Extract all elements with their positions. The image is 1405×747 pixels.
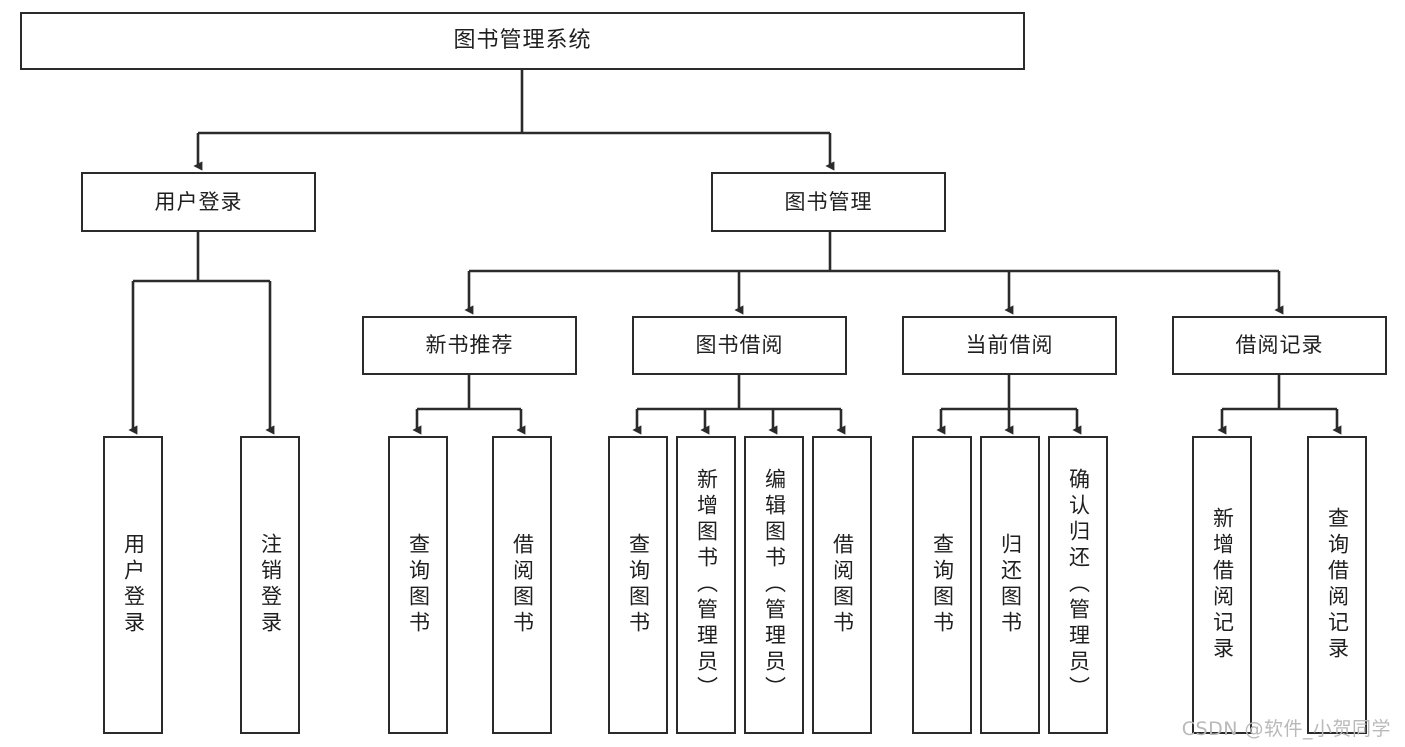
node-user-login-label: 用户登录 [154,189,243,214]
node-leaf-query-book-3-label: 查询图书 [930,533,955,637]
node-new-book-recommend-label: 新书推荐 [425,333,514,358]
node-leaf-return-book-label: 归还图书 [998,533,1023,637]
node-leaf-borrow-book-2[interactable]: 借阅图书 [812,436,872,734]
node-new-book-recommend[interactable]: 新书推荐 [362,316,577,375]
node-leaf-borrow-book-1-label: 借阅图书 [510,533,535,637]
csdn-watermark: CSDN @软件_小贺同学 [1181,718,1391,740]
node-book-manage[interactable]: 图书管理 [711,172,946,232]
node-leaf-user-login-label: 用户登录 [121,533,146,637]
node-leaf-return-book[interactable]: 归还图书 [980,436,1040,734]
node-book-borrow[interactable]: 图书借阅 [632,316,847,375]
node-borrow-record-label: 借阅记录 [1235,333,1324,358]
node-user-login[interactable]: 用户登录 [81,172,316,232]
node-leaf-confirm-return-label: 确认归还（管理员） [1066,468,1091,702]
node-leaf-edit-book-label: 编辑图书（管理员） [762,468,787,702]
node-root[interactable]: 图书管理系统 [20,12,1025,70]
node-leaf-add-record[interactable]: 新增借阅记录 [1192,436,1252,734]
node-leaf-logout-login-label: 注销登录 [258,533,283,637]
node-leaf-query-book-3[interactable]: 查询图书 [912,436,972,734]
node-leaf-add-record-label: 新增借阅记录 [1210,507,1235,663]
node-leaf-user-login[interactable]: 用户登录 [103,436,163,734]
node-leaf-add-book[interactable]: 新增图书（管理员） [676,436,736,734]
node-leaf-query-record-label: 查询借阅记录 [1325,507,1350,663]
node-leaf-borrow-book-2-label: 借阅图书 [830,533,855,637]
node-current-borrow-label: 当前借阅 [965,333,1054,358]
node-book-borrow-label: 图书借阅 [695,333,784,358]
node-borrow-record[interactable]: 借阅记录 [1172,316,1387,375]
node-leaf-add-book-label: 新增图书（管理员） [694,468,719,702]
node-leaf-logout-login[interactable]: 注销登录 [240,436,300,734]
node-leaf-query-record[interactable]: 查询借阅记录 [1307,436,1367,734]
node-leaf-confirm-return[interactable]: 确认归还（管理员） [1048,436,1108,734]
node-leaf-edit-book[interactable]: 编辑图书（管理员） [744,436,804,734]
node-leaf-query-book-1-label: 查询图书 [406,533,431,637]
node-leaf-query-book-2[interactable]: 查询图书 [608,436,668,734]
node-leaf-query-book-2-label: 查询图书 [626,533,651,637]
node-current-borrow[interactable]: 当前借阅 [902,316,1117,375]
node-book-manage-label: 图书管理 [784,189,873,214]
node-root-label: 图书管理系统 [453,28,592,54]
node-leaf-borrow-book-1[interactable]: 借阅图书 [492,436,552,734]
node-leaf-query-book-1[interactable]: 查询图书 [388,436,448,734]
